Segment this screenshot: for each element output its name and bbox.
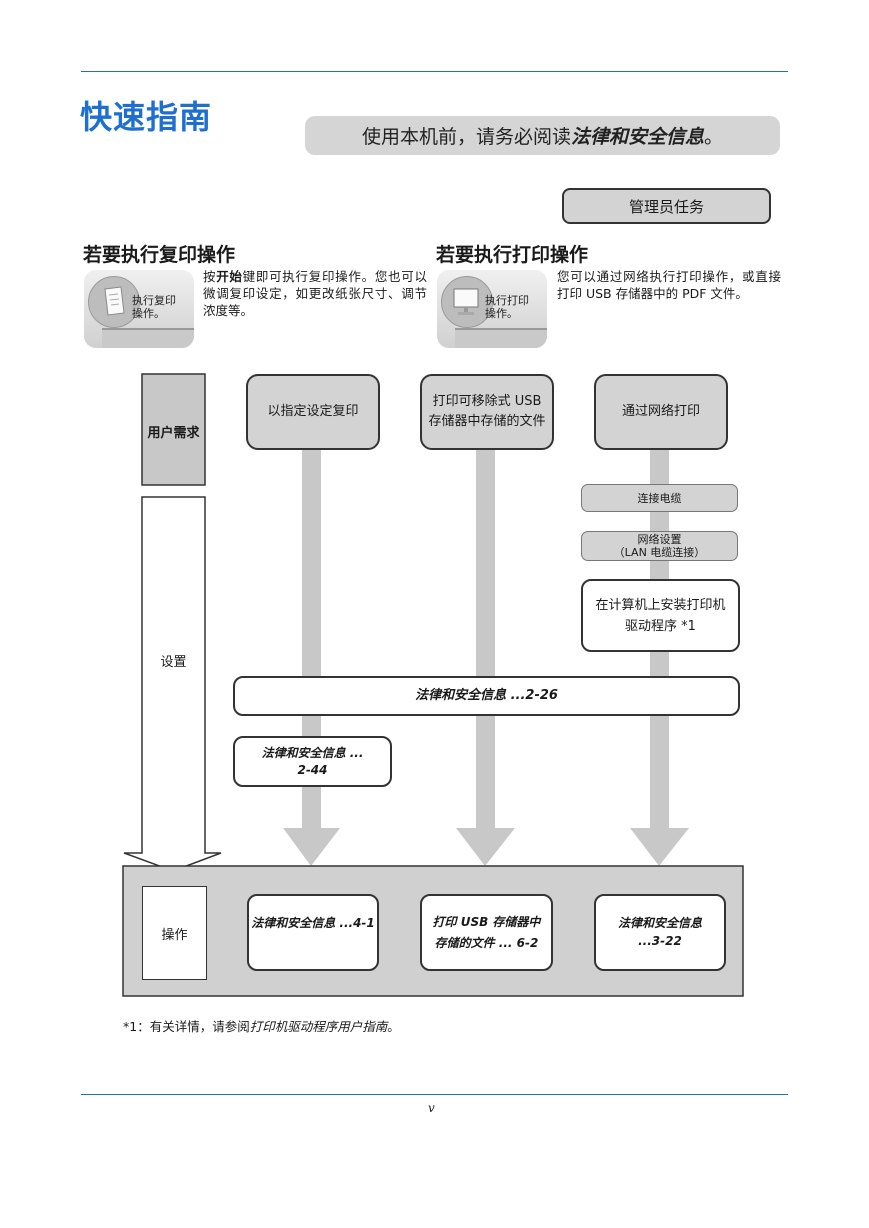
footnote-prefix: *1：有关详情，请参阅 [123,1019,250,1034]
copier-base-icon [102,328,194,348]
copy-thumbnail: 执行复印操作。 [84,270,194,348]
reference-copy-setup-box: 法律和安全信息 ... 2-44 [233,736,392,787]
step-cable-box: 连接电缆 [581,484,738,512]
need-usb-line-1: 打印可移除式 USB [432,394,542,409]
copy-flow-arrowhead [283,828,340,866]
print-thumb-label-2: 操作。 [485,307,518,320]
banner-prefix: 使用本机前，请务必阅读 [361,126,571,148]
op-copy-box: 法律和安全信息 ...4-1 [247,894,379,971]
ref-copy-setup-line-2: 2-44 [297,762,328,777]
step-network-line-1: 网络设置 [637,533,682,546]
row-label-user-needs: 用户需求 [147,426,200,441]
row-label-operation: 操作 [142,886,207,980]
step-network-line-2: （LAN 电缆连接） [613,546,706,559]
setup-down-arrow [123,496,222,872]
row-label-setup: 设置 [160,655,187,670]
admin-tasks-badge: 管理员任务 [562,188,771,224]
safety-banner: 使用本机前，请务必阅读法律和安全信息。 [305,116,780,155]
need-usb-box: 打印可移除式 USB 存储器中存储的文件 [420,374,554,450]
print-description: 您可以通过网络执行打印操作，或直接打印 USB 存储器中的 PDF 文件。 [557,269,781,301]
copy-document-icon [88,276,140,328]
step-driver-line-1: 在计算机上安装打印机 [595,597,726,613]
need-network-box: 通过网络打印 [594,374,728,450]
copy-desc-pre: 按 [203,269,217,284]
page-number: v [428,1101,435,1115]
banner-suffix: 。 [704,126,724,148]
copy-desc-post: 键即可执行复印操作。您也可以微调复印设定，如更改纸张尺寸、调节浓度等。 [203,269,427,318]
network-flow-arrowhead [630,828,689,866]
op-usb-box: 打印 USB 存储器中存储的文件 ... 6-2 [420,894,553,971]
banner-emphasis: 法律和安全信息 [570,126,704,148]
step-driver-box: 在计算机上安装打印机驱动程序 *1 [581,579,740,652]
user-needs-band [141,373,206,486]
copy-section-heading: 若要执行复印操作 [83,244,236,266]
computer-monitor-icon [441,276,493,328]
print-thumb-label-1: 执行打印 [485,294,529,307]
copy-thumb-label-1: 执行复印 [132,294,176,307]
step-network-box: 网络设置（LAN 电缆连接） [581,531,738,561]
footnote: *1：有关详情，请参阅打印机驱动程序用户指南。 [123,1016,400,1035]
ref-copy-setup-line-1: 法律和安全信息 ... [261,745,364,760]
usb-flow-arrowhead [456,828,515,866]
bottom-rule [81,1094,788,1095]
op-usb-line-1: 打印 USB 存储器中 [432,914,541,929]
op-network-line-2: ...3-22 [638,934,682,948]
step-driver-line-2: 驱动程序 *1 [625,618,696,634]
op-network-line-1: 法律和安全信息 [617,916,702,930]
top-rule [81,71,788,72]
print-section-heading: 若要执行打印操作 [436,244,589,266]
footnote-suffix: 。 [387,1019,400,1034]
printer-base-icon [455,328,547,348]
usb-flow-shaft [476,446,495,828]
reference-wide-box: 法律和安全信息 ...2-26 [233,676,740,716]
print-thumbnail: 执行打印操作。 [437,270,547,348]
op-network-box: 法律和安全信息 ...3-22 [594,894,726,971]
copy-description: 按开始键即可执行复印操作。您也可以微调复印设定，如更改纸张尺寸、调节浓度等。 [203,268,427,319]
op-usb-line-2: 存储的文件 ... 6-2 [434,935,539,950]
need-copy-box: 以指定设定复印 [246,374,380,450]
copy-thumb-label-2: 操作。 [132,307,165,320]
copy-flow-shaft [302,446,321,828]
op-copy-text: 法律和安全信息 ...4-1 [251,916,375,930]
footnote-emphasis: 打印机驱动程序用户指南 [249,1019,388,1034]
page-title: 快速指南 [80,98,213,136]
copy-desc-key: 开始 [216,269,243,284]
need-usb-line-2: 存储器中存储的文件 [428,414,546,429]
